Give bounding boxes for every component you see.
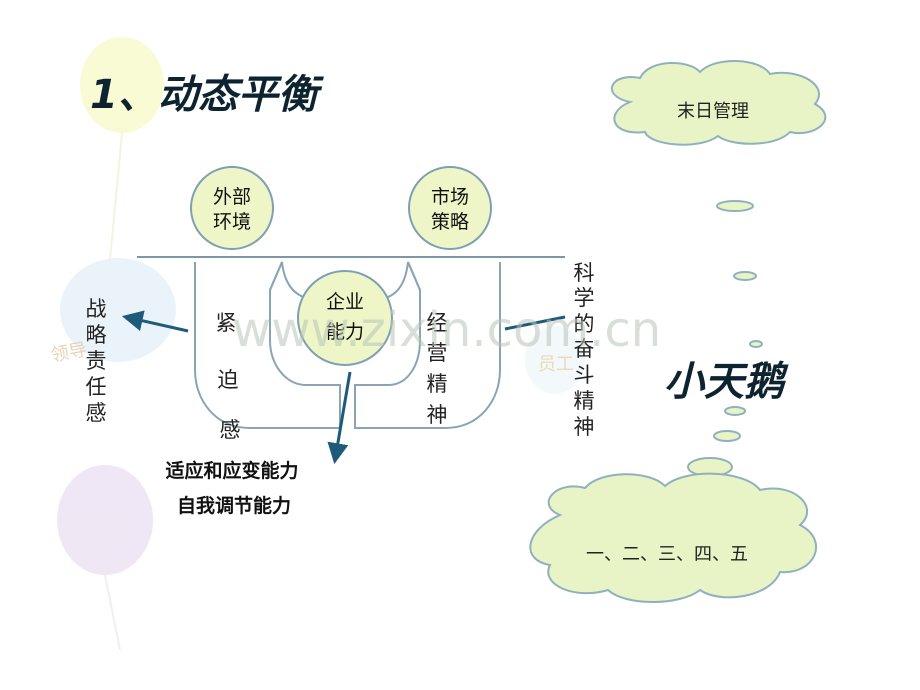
right-side-char-6: 精 <box>574 389 595 413</box>
left-side-char-2: 略 <box>86 323 107 347</box>
left-u-char-2: 迫 <box>218 368 239 392</box>
bottom-text-line2: 自我调节能力 <box>177 494 291 517</box>
cloud-bottom-label: 一、二、三、四、五 <box>586 544 748 565</box>
arrow-right <box>504 315 566 331</box>
circle-right-line1: 市场 <box>431 186 469 208</box>
watermark: www.zixin.com.cn <box>232 302 661 358</box>
cloud-bottom <box>529 472 818 603</box>
right-u-char-2: 营 <box>427 341 448 365</box>
right-side-char-7: 神 <box>574 415 595 439</box>
right-side-char-4: 奋 <box>574 337 595 361</box>
thought-bubbles-upper <box>716 200 763 348</box>
left-u-char-1: 紧 <box>216 311 237 335</box>
background-text-staff: 员工 <box>538 354 574 375</box>
right-side-char-2: 学 <box>574 286 595 310</box>
right-side-char-5: 斗 <box>574 363 595 387</box>
background-balloons <box>57 37 585 651</box>
thought-bubbles-lower <box>687 406 746 477</box>
cloud-top-label: 末日管理 <box>677 101 749 122</box>
circle-center-line1: 企业 <box>326 291 364 313</box>
left-side-char-4: 任 <box>86 375 107 399</box>
circle-left-line1: 外部 <box>213 186 251 208</box>
left-side-char-5: 感 <box>86 401 107 425</box>
right-side-char-3: 的 <box>574 312 595 336</box>
bottom-text-line1: 适应和应变能力 <box>165 459 298 482</box>
circle-center-line2: 能力 <box>326 321 364 343</box>
right-u-char-1: 经 <box>427 311 448 335</box>
circle-external-environment <box>190 166 274 250</box>
background-text-leader: 领导 <box>49 339 88 366</box>
inner-u-shape <box>269 261 421 301</box>
left-side-char-1: 战 <box>86 297 107 321</box>
circle-right-line2: 策略 <box>431 211 469 233</box>
right-side-char-1: 科 <box>574 261 595 285</box>
circle-enterprise-capability <box>297 270 393 366</box>
right-u-char-4: 神 <box>427 403 448 427</box>
right-u-shape <box>354 261 501 429</box>
arrow-down <box>327 371 352 465</box>
circle-left-line2: 环境 <box>213 211 251 233</box>
page-title: 1、动态平衡 <box>90 72 325 118</box>
circle-market-strategy <box>408 166 492 250</box>
left-side-char-3: 责 <box>86 349 107 373</box>
cloud-top <box>610 60 827 146</box>
right-u-char-3: 精 <box>427 372 448 396</box>
left-u-shape <box>194 261 341 429</box>
arrow-left <box>121 310 189 333</box>
swan-label: 小天鹅 <box>664 359 789 405</box>
left-u-char-3: 感 <box>220 418 241 442</box>
